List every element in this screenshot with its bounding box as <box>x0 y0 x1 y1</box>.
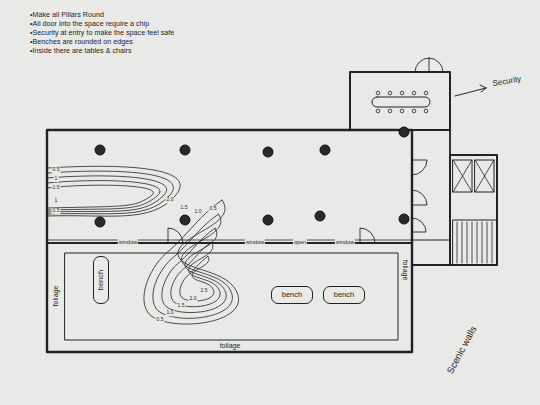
contour-number: 1 <box>54 198 59 204</box>
security-room <box>350 72 450 130</box>
contour-number: 1.5 <box>177 303 186 309</box>
round-pillar <box>180 215 190 225</box>
wall-label: window <box>245 238 265 244</box>
door-swing <box>412 190 427 205</box>
chair <box>400 109 404 113</box>
door-swing <box>168 228 183 243</box>
contour-number: 1.5 <box>180 205 189 211</box>
contour-number: 0.5 <box>209 206 218 212</box>
foliage-label: foliage <box>52 286 60 307</box>
contour-number: 1.5 <box>52 185 61 191</box>
design-note: •Inside there are tables & chairs <box>30 47 132 55</box>
round-pillar <box>95 217 105 227</box>
contour-number: 2.0 <box>189 296 198 302</box>
wall-note: Scenic walls <box>445 324 479 375</box>
contour-number: 2.0 <box>166 197 175 203</box>
bench: bench <box>93 256 109 304</box>
corridor-wall <box>412 240 450 241</box>
door-swing <box>412 218 426 232</box>
contour-line <box>47 181 160 210</box>
elevator-cross <box>453 160 494 192</box>
stairs <box>453 220 497 265</box>
bench-label: bench <box>97 270 105 290</box>
foliage-border <box>65 253 398 340</box>
contour-number: 1.0 <box>166 310 175 316</box>
corridor-wall <box>412 130 450 265</box>
contour-number: 0.5 <box>52 167 61 173</box>
stair-tread <box>462 222 463 263</box>
design-note: •Benches are rounded on edges <box>30 38 133 46</box>
contour-line <box>144 200 239 324</box>
chair <box>376 91 380 95</box>
wall-label: open <box>293 238 307 244</box>
contour-line <box>47 166 180 216</box>
door-swing <box>412 160 427 175</box>
chair <box>424 91 428 95</box>
design-note: •Make all Pillars Round <box>30 11 104 19</box>
security-table <box>372 97 430 107</box>
wall-label: window <box>118 238 138 244</box>
round-pillar <box>399 127 409 137</box>
room-label: Security <box>492 75 522 89</box>
contour-line <box>153 214 233 318</box>
contour-line <box>171 242 220 307</box>
contour-line <box>180 256 214 301</box>
bench-label: bench <box>334 291 354 299</box>
round-pillar <box>95 145 105 155</box>
stair-tread <box>477 222 478 263</box>
core-block <box>450 155 497 265</box>
contour-number: 2.5 <box>200 288 209 294</box>
leader-arrow <box>455 85 486 96</box>
chair <box>412 109 416 113</box>
round-pillar <box>315 211 325 221</box>
round-pillar <box>320 145 330 155</box>
round-pillar <box>263 147 273 157</box>
stair-tread <box>482 222 483 263</box>
round-pillar <box>180 145 190 155</box>
contour-number: 1 <box>54 176 59 182</box>
middle-wall-inner <box>47 240 412 241</box>
chair <box>376 109 380 113</box>
door-swing <box>415 58 443 72</box>
contour-line <box>162 228 226 312</box>
contour-line <box>47 185 153 208</box>
outer-wall <box>47 130 412 352</box>
wall-label: window <box>335 238 355 244</box>
design-note: •Security at entry to make the space fee… <box>30 29 174 37</box>
stair-tread <box>457 222 458 263</box>
contour-line <box>47 171 173 214</box>
contour-line <box>47 176 167 212</box>
contour-number: 1.0 <box>194 209 203 215</box>
foliage-label: foliage <box>220 342 241 350</box>
round-pillar <box>399 214 409 224</box>
chair <box>388 91 392 95</box>
door-leaf <box>429 58 430 72</box>
chair <box>424 109 428 113</box>
chair <box>412 91 416 95</box>
design-note: •All door into the space require a chip <box>30 20 149 28</box>
stair-tread <box>472 222 473 263</box>
contour-number: 0.5 <box>52 208 61 214</box>
chair <box>388 109 392 113</box>
stair-tread <box>487 222 488 263</box>
bench-label: bench <box>282 291 302 299</box>
round-pillar <box>263 215 273 225</box>
bench: bench <box>271 286 313 303</box>
foliage-label: foliage <box>401 260 409 281</box>
contour-number: 0.5 <box>156 317 165 323</box>
stair-tread <box>467 222 468 263</box>
middle-wall <box>47 242 412 244</box>
bench: bench <box>323 286 365 303</box>
stair-tread <box>492 222 493 263</box>
door-swing <box>360 228 375 243</box>
chair <box>400 91 404 95</box>
